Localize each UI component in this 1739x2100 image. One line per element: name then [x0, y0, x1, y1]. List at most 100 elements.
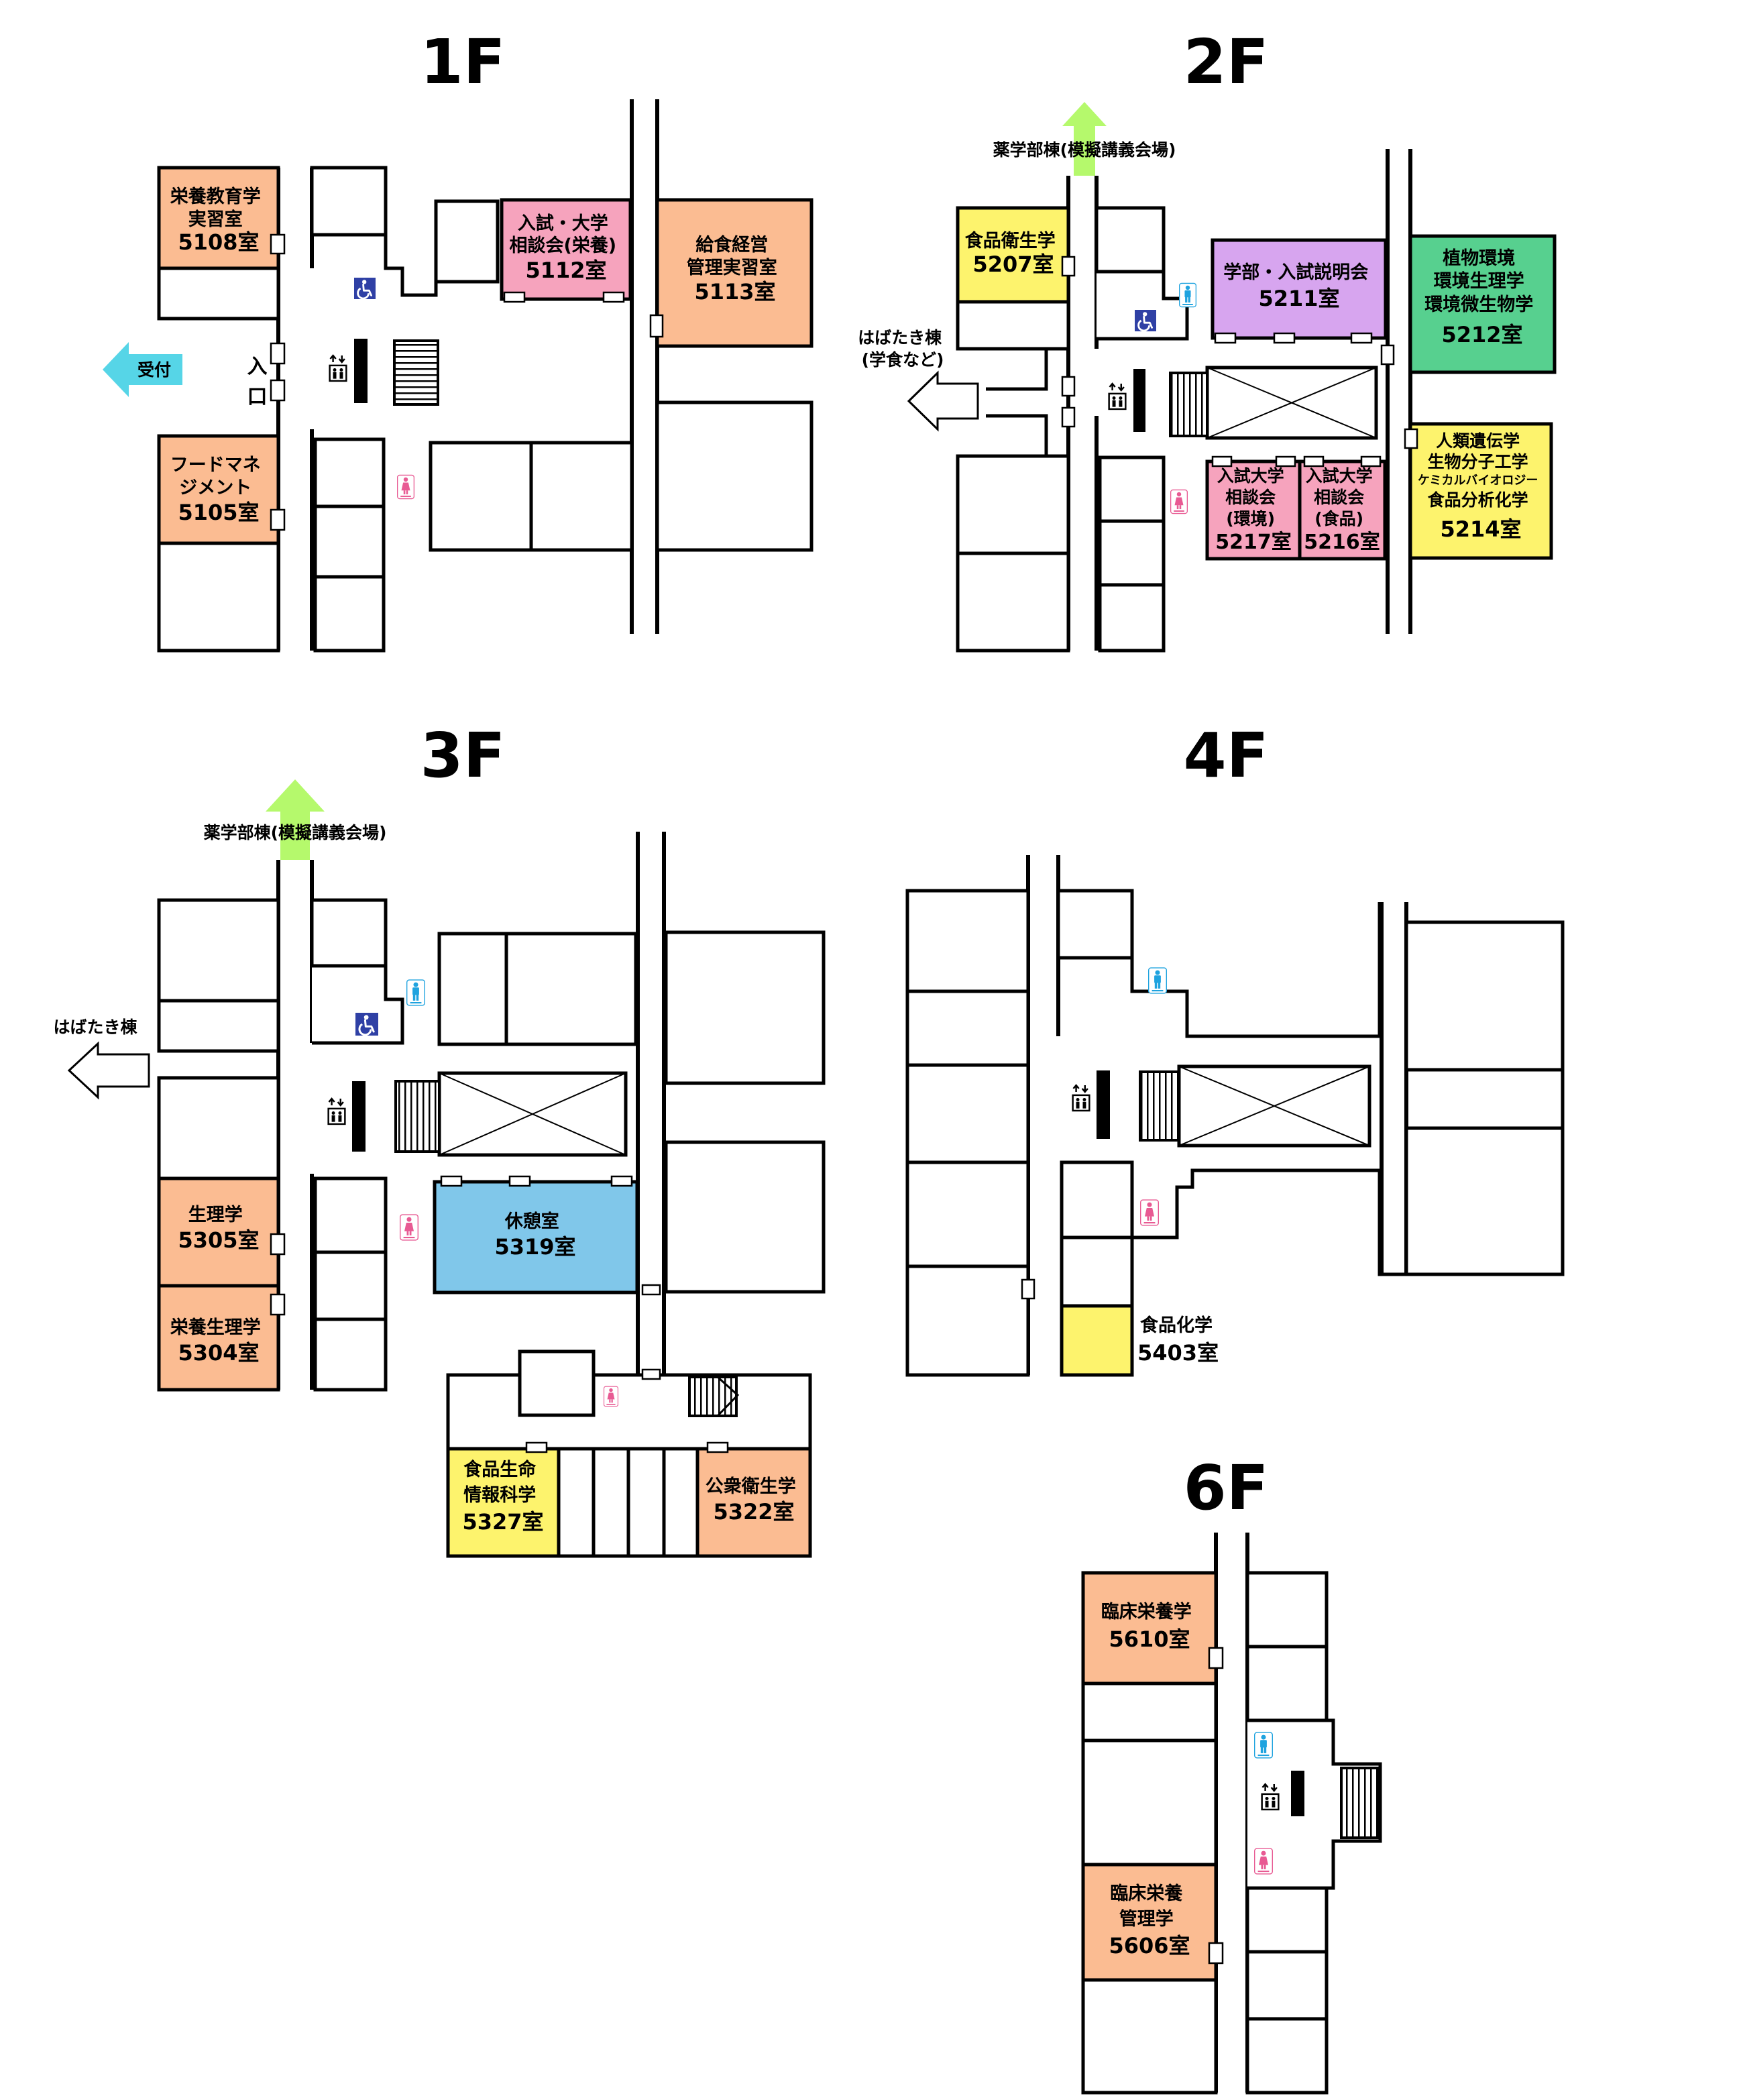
room-label-5606: 臨床栄養 管理学 5606室	[1109, 1883, 1190, 1958]
mens-restroom-icon	[1179, 282, 1196, 308]
room	[1098, 519, 1166, 587]
room-label-5403: 食品化学 5403室	[1137, 1315, 1219, 1366]
room	[1098, 455, 1166, 523]
room-5606	[1081, 1863, 1218, 1982]
door	[270, 233, 286, 255]
room-5108	[157, 166, 280, 270]
room	[1404, 920, 1565, 1072]
entrance-door[interactable]	[270, 342, 286, 365]
room	[157, 999, 280, 1053]
pharmacy-building-label: 薬学部棟(模擬講義会場)	[204, 823, 387, 842]
room-5327	[446, 1447, 561, 1558]
room	[157, 898, 280, 1003]
elevator-shaft	[352, 1081, 366, 1152]
room-5305	[157, 1176, 280, 1288]
womens-restroom-icon	[397, 474, 414, 500]
door	[1211, 455, 1233, 467]
womens-restroom-icon	[400, 1214, 418, 1241]
room	[1060, 1235, 1134, 1308]
room-5217	[1205, 459, 1302, 561]
room	[313, 504, 386, 579]
pharmacy-arrow-icon	[1062, 102, 1107, 176]
reception-arrow-icon	[103, 342, 182, 397]
room	[905, 889, 1030, 993]
elevator-icon	[329, 354, 347, 382]
floor-4f: 4F 食品化学 5403室	[905, 720, 1565, 1377]
elevator-shaft	[354, 339, 368, 403]
room	[905, 989, 1030, 1067]
stairs-icon	[1169, 372, 1209, 437]
room-5403	[1060, 1304, 1134, 1377]
room	[1245, 1571, 1329, 1649]
entrance-door[interactable]	[270, 379, 286, 402]
room-5112	[500, 198, 632, 301]
room	[310, 898, 388, 968]
room-5113	[655, 198, 814, 348]
wheelchair-icon	[1135, 310, 1156, 331]
room-label-5305: 生理学 5305室	[178, 1204, 259, 1253]
wall	[1132, 920, 1565, 1276]
door	[1208, 1942, 1224, 1965]
room	[1245, 2017, 1329, 2095]
door	[270, 508, 286, 531]
door	[525, 1441, 548, 1453]
wall	[312, 199, 500, 297]
wall	[958, 347, 1048, 456]
floor-2f: 2F 薬学部棟(模擬講義会場) はばたき棟 (学食など)	[858, 26, 1557, 653]
room	[313, 575, 386, 653]
room-label-5217: 入試大学 相談会 (環境) 5217室	[1215, 466, 1292, 554]
room	[310, 166, 388, 237]
room	[1245, 1886, 1329, 1954]
room	[529, 441, 634, 552]
door	[649, 314, 664, 338]
wall	[1097, 270, 1189, 341]
door	[270, 1293, 286, 1316]
room	[1098, 583, 1166, 653]
room-5216	[1298, 459, 1387, 561]
floor-6f: 6F 臨床栄養学 5610室 臨床栄養 管理学 5606室	[1081, 1452, 1382, 2095]
door	[641, 1368, 661, 1380]
room-label-5207: 食品衛生学 5207室	[965, 230, 1062, 277]
room-5212	[1408, 234, 1557, 374]
room-5214	[1408, 422, 1553, 560]
floor-title-1f: 1F	[420, 26, 506, 98]
room-label-5610: 臨床栄養学 5610室	[1101, 1601, 1198, 1652]
habataki-label: はばたき棟	[53, 1017, 137, 1037]
entrance-label: 入口	[243, 355, 268, 406]
door	[1021, 1278, 1035, 1300]
room	[956, 551, 1070, 653]
room	[905, 1264, 1030, 1377]
room	[1404, 1126, 1565, 1276]
wheelchair-icon	[355, 1013, 378, 1036]
womens-restroom-icon	[1140, 1199, 1159, 1226]
room	[1095, 206, 1166, 274]
room-label-5108: 栄養教育学 実習室 5108室	[170, 186, 267, 255]
floor-3f: 3F 薬学部棟(模擬講義会場) はばたき棟	[53, 720, 826, 1558]
floor-title-4f: 4F	[1184, 720, 1269, 791]
room	[429, 441, 533, 552]
room	[1081, 1978, 1218, 2095]
room	[956, 454, 1070, 555]
room	[664, 930, 826, 1085]
door	[610, 1175, 633, 1187]
room	[1060, 1160, 1134, 1239]
room	[956, 300, 1070, 351]
room	[905, 1063, 1030, 1164]
stairs-icon	[1340, 1767, 1380, 1839]
room-label-5112: 入試・大学 相談会(栄養) 5112室	[509, 213, 622, 283]
door	[1404, 428, 1418, 449]
door	[641, 1284, 661, 1296]
wheelchair-icon	[354, 278, 376, 299]
habataki-arrow-icon	[907, 370, 979, 432]
room-label-5216: 入試大学 相談会 (食品) 5216室	[1304, 466, 1380, 554]
reception-label: 受付	[137, 360, 171, 380]
door	[1061, 256, 1076, 277]
pharmacy-arrow-icon	[266, 779, 325, 860]
door	[1214, 332, 1237, 344]
door	[706, 1441, 729, 1453]
room-label-5327: 食品生命 情報科学 5327室	[462, 1459, 543, 1535]
mens-restroom-icon	[1254, 1732, 1273, 1759]
floor-title-3f: 3F	[420, 720, 506, 791]
habataki-arrow-icon	[67, 1041, 150, 1100]
